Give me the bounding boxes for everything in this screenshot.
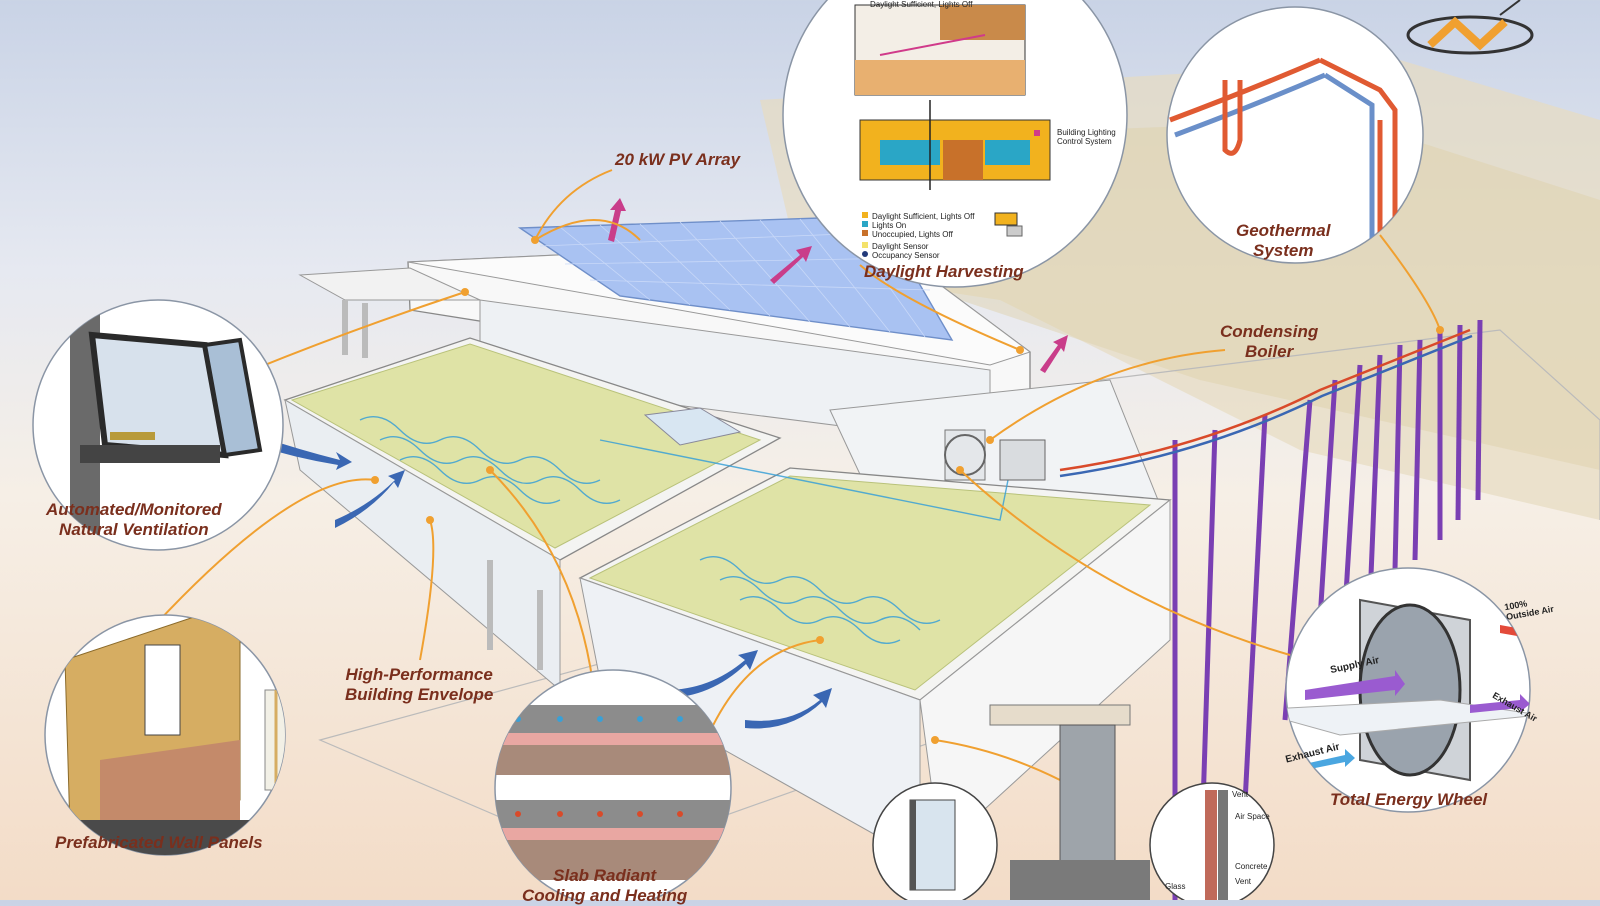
legend-item: Occupancy Sensor bbox=[862, 245, 974, 260]
slab-radiant-inset bbox=[494, 669, 732, 900]
vent-bottom-label: Vent bbox=[1235, 877, 1252, 886]
legend-label: Daylight Sufficient, Lights Off bbox=[872, 212, 975, 221]
legend-swatch bbox=[862, 229, 868, 236]
legend-swatch bbox=[862, 220, 868, 227]
energy-wheel-label: Total Energy Wheel bbox=[1330, 790, 1488, 809]
condensing-boiler-label: Condensing Boiler bbox=[1220, 322, 1319, 361]
green-roof-west bbox=[290, 343, 762, 549]
radiant-tubing bbox=[359, 416, 1011, 644]
daylight-top-caption: Daylight Sufficient, Lights Off bbox=[870, 0, 973, 9]
exhaust-arrows bbox=[608, 198, 1068, 373]
prefab-wall-label: Prefabricated Wall Panels bbox=[55, 833, 263, 852]
prefab-wall-inset bbox=[44, 614, 286, 856]
concrete-label: Concrete bbox=[1235, 862, 1268, 871]
legend-item: Daylight Sufficient, Lights Off bbox=[862, 206, 974, 221]
building bbox=[283, 215, 1172, 861]
leader-lines bbox=[154, 169, 1441, 781]
legend-swatch bbox=[862, 241, 868, 248]
daylight-harvesting-inset bbox=[782, 0, 1128, 288]
daylight-harvesting-label: Daylight Harvesting bbox=[864, 262, 1024, 281]
window-section-inset bbox=[872, 782, 998, 900]
energy-wheel-inset bbox=[1285, 567, 1531, 813]
nrel-logo bbox=[1406, 0, 1534, 55]
green-roof-east bbox=[588, 475, 1152, 691]
natural-ventilation-inset bbox=[32, 299, 284, 551]
lighting-control-label: Building Lighting Control System bbox=[1057, 128, 1116, 146]
glass-label: Glass bbox=[1165, 882, 1186, 891]
legend-swatch bbox=[862, 250, 868, 257]
geothermal-inset bbox=[1166, 6, 1424, 264]
natural-ventilation-label: Automated/Monitored Natural Ventilation bbox=[46, 500, 222, 539]
building-envelope-label: High-Performance Building Envelope bbox=[345, 665, 494, 704]
pv-array-label: 20 kW PV Array bbox=[615, 150, 741, 169]
legend-swatch bbox=[862, 211, 868, 218]
legend-label: Occupancy Sensor bbox=[872, 251, 940, 260]
legend-item: Unoccupied, Lights Off bbox=[862, 224, 974, 239]
slab-radiant-label: Slab Radiant Cooling and Heating bbox=[522, 866, 688, 905]
legend-label: Unoccupied, Lights Off bbox=[872, 230, 953, 239]
vent-section-inset bbox=[1149, 782, 1275, 900]
legend-item: Lights On bbox=[862, 215, 974, 230]
daylight-legend: Daylight Sufficient, Lights Off Lights O… bbox=[862, 206, 974, 260]
legend-label: Daylight Sensor bbox=[872, 242, 929, 251]
air-space-label: Air Space bbox=[1235, 812, 1270, 821]
geothermal-label: Geothermal System bbox=[1236, 221, 1331, 260]
legend-label: Lights On bbox=[872, 221, 907, 230]
vent-top-label: Vent bbox=[1232, 790, 1249, 799]
double-skin-section bbox=[989, 704, 1150, 900]
legend-item: Daylight Sensor bbox=[862, 236, 974, 251]
